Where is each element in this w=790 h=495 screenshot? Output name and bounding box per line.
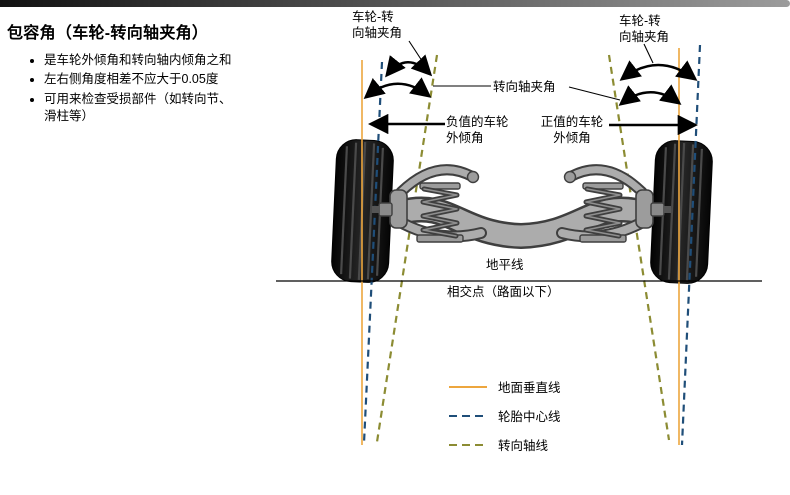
included-label-pointer-right (643, 43, 654, 64)
solid-line-swatch-icon (449, 385, 487, 388)
legend-row-tire-center: 轮胎中心线 (449, 401, 561, 430)
steering-axis-line-right (607, 54, 671, 441)
sai-arc-right (618, 84, 682, 106)
included-angle-label-line2: 向轴夹角 (619, 30, 670, 44)
steering-axis-inclination-label: 转向轴夹角 (493, 80, 556, 94)
legend: 地面垂直线 轮胎中心线 转向轴线 (449, 372, 561, 459)
legend-row-ground-vertical: 地面垂直线 (449, 372, 561, 401)
intersection-label: 相交点（路面以下） (447, 285, 560, 299)
included-angle-label-left: 车轮-转 向轴夹角 (352, 9, 402, 41)
dashed-line-swatch-icon (449, 414, 487, 417)
legend-label: 轮胎中心线 (498, 410, 561, 424)
positive-camber-label: 正值的车轮 外倾角 (540, 115, 604, 145)
included-label-pointer-left (408, 40, 429, 71)
legend-label: 地面垂直线 (498, 381, 561, 395)
steering-axis-line-left (375, 54, 439, 443)
included-angle-arc-right (619, 60, 698, 81)
dashed-line-swatch-icon (449, 443, 487, 446)
legend-label: 转向轴线 (498, 439, 549, 453)
bullet-item: 是车轮外倾角和转向轴内倾角之和 (44, 52, 240, 69)
included-angle-label-line1: 车轮-转 (619, 14, 661, 28)
bullet-item: 左右侧角度相差不应大于0.05度 (44, 71, 240, 88)
included-angle-label-line1: 车轮-转 (352, 10, 394, 24)
negative-camber-label: 负值的车轮 外倾角 (446, 115, 509, 145)
included-angle-label-right: 车轮-转 向轴夹角 (619, 13, 669, 45)
bullet-item: 可用来检查受损部件（如转向节、滑柱等） (44, 91, 240, 126)
horizon-label: 地平线 (486, 258, 524, 272)
included-angle-label-line2: 向轴夹角 (352, 26, 403, 40)
suspension-assembly (372, 164, 671, 249)
sai-arc-left (363, 77, 432, 99)
top-accent-bar (0, 0, 790, 7)
bullet-list: 是车轮外倾角和转向轴内倾角之和 左右侧角度相差不应大于0.05度 可用来检查受损… (16, 52, 240, 127)
included-angle-arc-left (385, 54, 433, 78)
legend-row-steering-axis: 转向轴线 (449, 430, 561, 459)
sai-label-pointer-right (568, 86, 621, 101)
page-title: 包容角（车轮-转向轴夹角） (7, 25, 209, 42)
tire-center-line-right (680, 44, 702, 446)
